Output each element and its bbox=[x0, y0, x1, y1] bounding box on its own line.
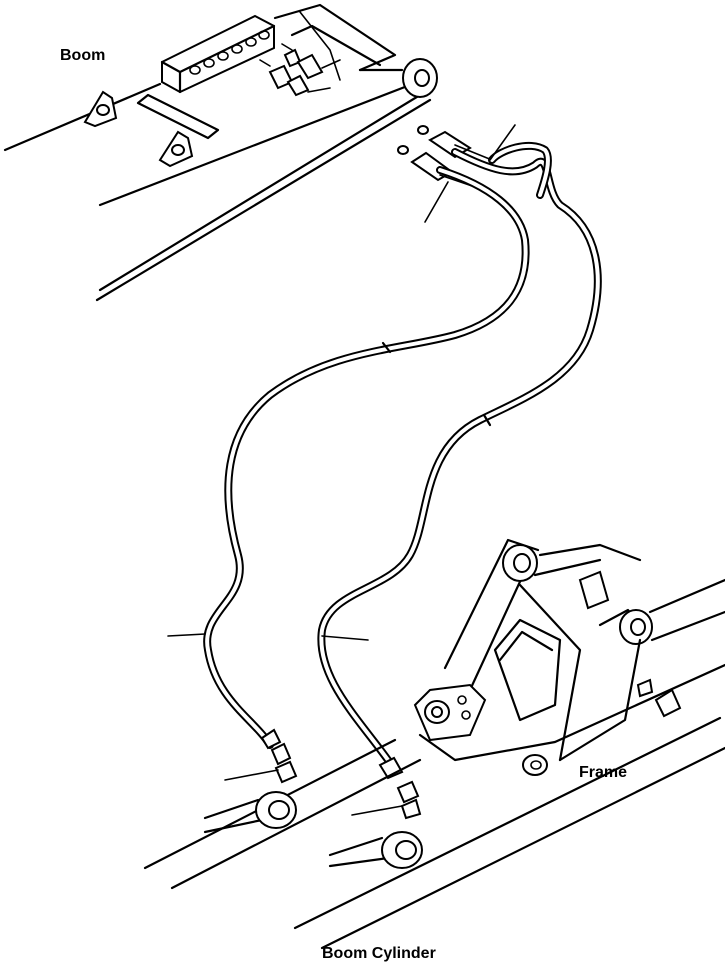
boom-structure bbox=[3, 3, 438, 302]
label-boom: Boom bbox=[60, 47, 106, 64]
label-frame: Frame bbox=[579, 764, 628, 781]
cylinder-fittings bbox=[260, 728, 422, 820]
boom-cylinders bbox=[143, 716, 725, 950]
label-boom-cylinder: Boom Cylinder bbox=[322, 945, 436, 962]
hose-end-fittings-top bbox=[397, 125, 493, 189]
frame-structure bbox=[413, 538, 725, 776]
boom-fittings bbox=[259, 43, 341, 97]
hydraulic-hoses bbox=[203, 141, 602, 774]
boom-brackets bbox=[83, 90, 220, 168]
manifold-block bbox=[160, 14, 276, 94]
callout-leaders bbox=[167, 124, 516, 816]
